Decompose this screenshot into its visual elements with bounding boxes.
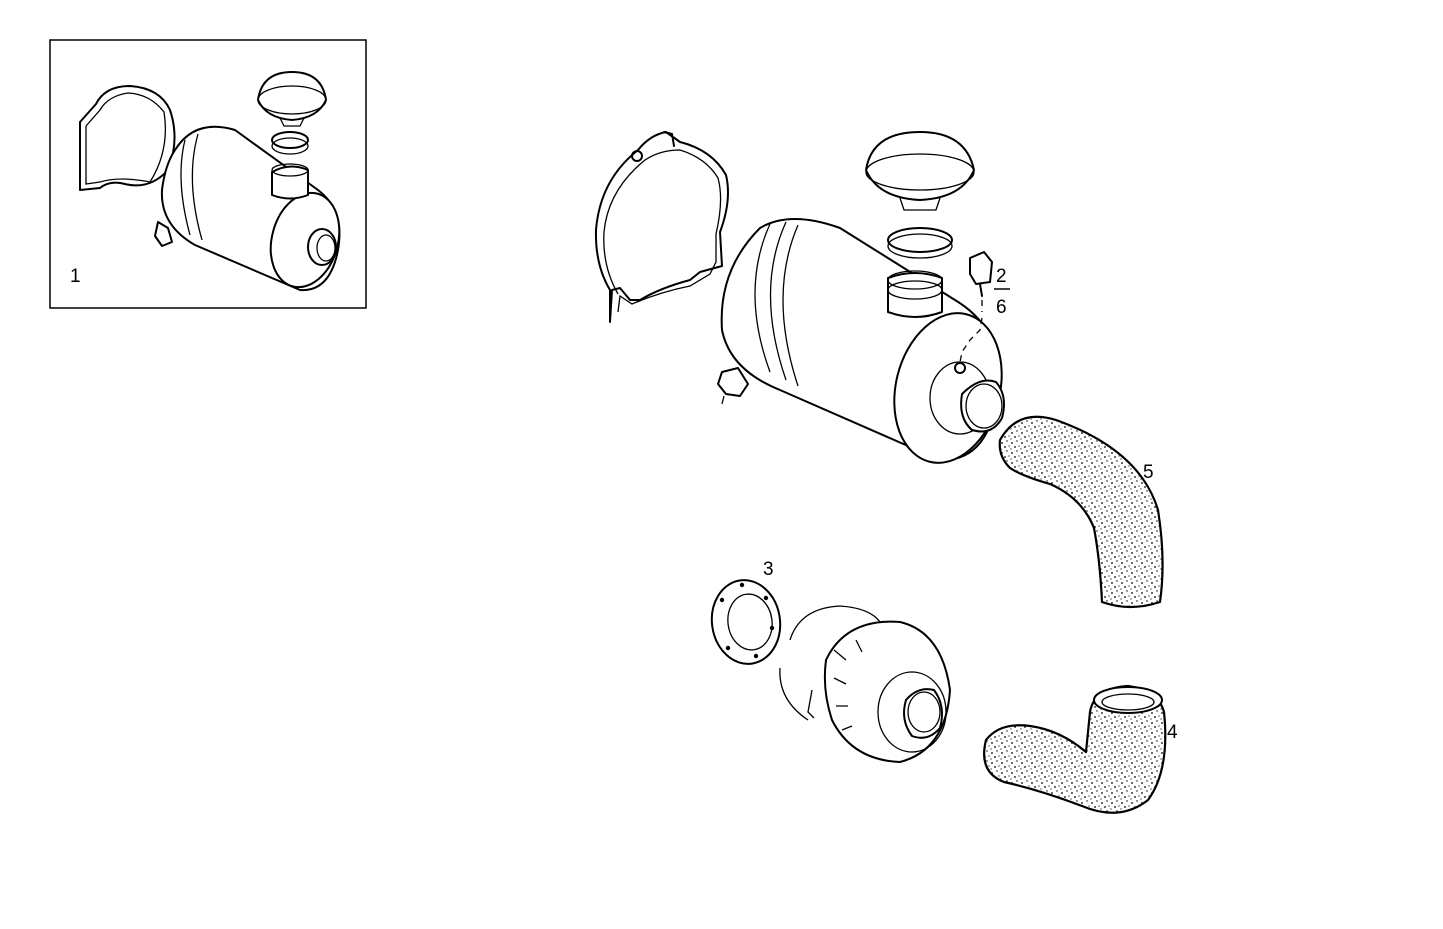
clamp-ring (887, 227, 953, 259)
elbow-hose (983, 684, 1167, 814)
bent-hose (998, 415, 1164, 609)
gasket (710, 579, 782, 665)
inlet-stub (887, 270, 943, 318)
rain-cap (865, 131, 975, 211)
turbo-housing (779, 605, 951, 763)
callout-5: 5 (1143, 462, 1154, 483)
callout-6: 6 (996, 297, 1007, 318)
filter-canister (717, 218, 1005, 464)
callout-1: 1 (70, 266, 81, 287)
inset-canister (154, 125, 341, 292)
callout-3: 3 (763, 559, 774, 580)
service-indicator (959, 251, 993, 363)
callout-4: 4 (1167, 722, 1178, 743)
callout-2: 2 (996, 266, 1007, 287)
inset-inlet-parts (257, 71, 327, 200)
mounting-band (594, 131, 729, 323)
assembly-inset: 1 (49, 39, 367, 309)
elbow-hose-opening (1093, 686, 1163, 714)
inset-mounting-band (79, 85, 176, 191)
